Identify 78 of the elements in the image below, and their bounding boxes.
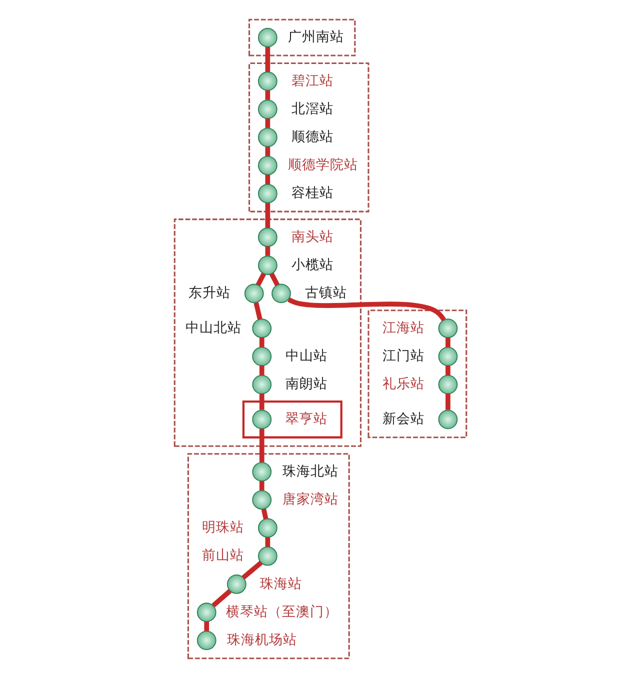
connector bbox=[255, 272, 266, 286]
connector bbox=[258, 428, 264, 462]
node-circle bbox=[257, 256, 277, 276]
connector bbox=[204, 622, 209, 631]
node-circle bbox=[438, 374, 458, 394]
connector bbox=[258, 366, 264, 376]
node-circle bbox=[252, 374, 272, 394]
node-circle bbox=[257, 28, 277, 48]
node-circle bbox=[257, 100, 277, 119]
node-label: 珠海机场站 bbox=[226, 632, 296, 648]
connector bbox=[264, 146, 270, 156]
cluster: 翠亨站 bbox=[242, 400, 342, 438]
node-label: 珠海北站 bbox=[282, 463, 338, 480]
node-circle bbox=[252, 490, 272, 510]
node-circle bbox=[271, 284, 290, 304]
connector bbox=[264, 118, 270, 128]
node-label: 中山站 bbox=[284, 348, 327, 364]
node-circle bbox=[257, 546, 277, 566]
node-label: 容桂站 bbox=[290, 185, 333, 202]
node-label: 前山站 bbox=[202, 548, 244, 564]
node-circle bbox=[252, 318, 272, 338]
node-circle bbox=[257, 156, 277, 176]
cluster bbox=[186, 453, 350, 660]
node-circle bbox=[438, 318, 458, 338]
node-circle bbox=[252, 462, 272, 482]
cluster bbox=[367, 310, 467, 438]
cluster bbox=[173, 218, 361, 447]
node-circle bbox=[257, 184, 277, 204]
node-label: 广州南站 bbox=[288, 29, 344, 46]
node-label: 新会站 bbox=[382, 411, 424, 428]
node-label: 顺德学院站 bbox=[287, 157, 358, 174]
connector bbox=[445, 366, 450, 376]
connector bbox=[264, 174, 270, 184]
connector bbox=[253, 302, 262, 320]
connector bbox=[264, 90, 270, 100]
node-label: 东升站 bbox=[188, 285, 230, 302]
node-circle bbox=[257, 128, 277, 148]
connector bbox=[264, 537, 270, 547]
node-circle bbox=[257, 72, 277, 91]
node-circle bbox=[244, 284, 264, 304]
node-circle bbox=[196, 630, 216, 650]
connector bbox=[286, 297, 446, 322]
node-circle bbox=[257, 228, 277, 247]
node-label: 顺德站 bbox=[290, 128, 333, 145]
connector bbox=[258, 338, 264, 347]
cluster bbox=[248, 62, 369, 212]
connector bbox=[264, 203, 270, 228]
node-label: 南朗站 bbox=[284, 376, 327, 392]
node-label: 珠海站 bbox=[260, 576, 302, 592]
connector bbox=[268, 272, 279, 286]
node-label: 北滘站 bbox=[290, 100, 333, 117]
node-circle bbox=[257, 518, 277, 538]
node-label: 江海站 bbox=[382, 320, 424, 336]
node-label: 横琴站（至澳门） bbox=[226, 604, 338, 620]
node-circle bbox=[438, 346, 458, 366]
node-label: 古镇站 bbox=[304, 285, 346, 302]
connector bbox=[241, 560, 262, 580]
node-circle bbox=[196, 602, 216, 622]
node-label: 江门站 bbox=[382, 348, 424, 364]
connector bbox=[211, 589, 232, 608]
node-label: 南头站 bbox=[290, 228, 333, 245]
node-label: 明珠站 bbox=[202, 520, 244, 536]
connector bbox=[264, 246, 270, 256]
node-label: 唐家湾站 bbox=[282, 491, 338, 508]
node-circle bbox=[226, 574, 246, 594]
node-label: 礼乐站 bbox=[382, 376, 424, 392]
connector bbox=[260, 508, 268, 520]
node-label: 中山北站 bbox=[184, 320, 241, 336]
connector bbox=[445, 338, 450, 347]
node-circle bbox=[438, 410, 458, 430]
node-label: 碧江站 bbox=[290, 72, 333, 89]
node-circle bbox=[252, 410, 272, 430]
node-circle bbox=[252, 346, 272, 366]
connector bbox=[445, 394, 450, 410]
connector bbox=[258, 481, 264, 490]
connector bbox=[264, 46, 270, 72]
connector bbox=[258, 394, 264, 410]
node-label: 小榄站 bbox=[290, 256, 333, 273]
